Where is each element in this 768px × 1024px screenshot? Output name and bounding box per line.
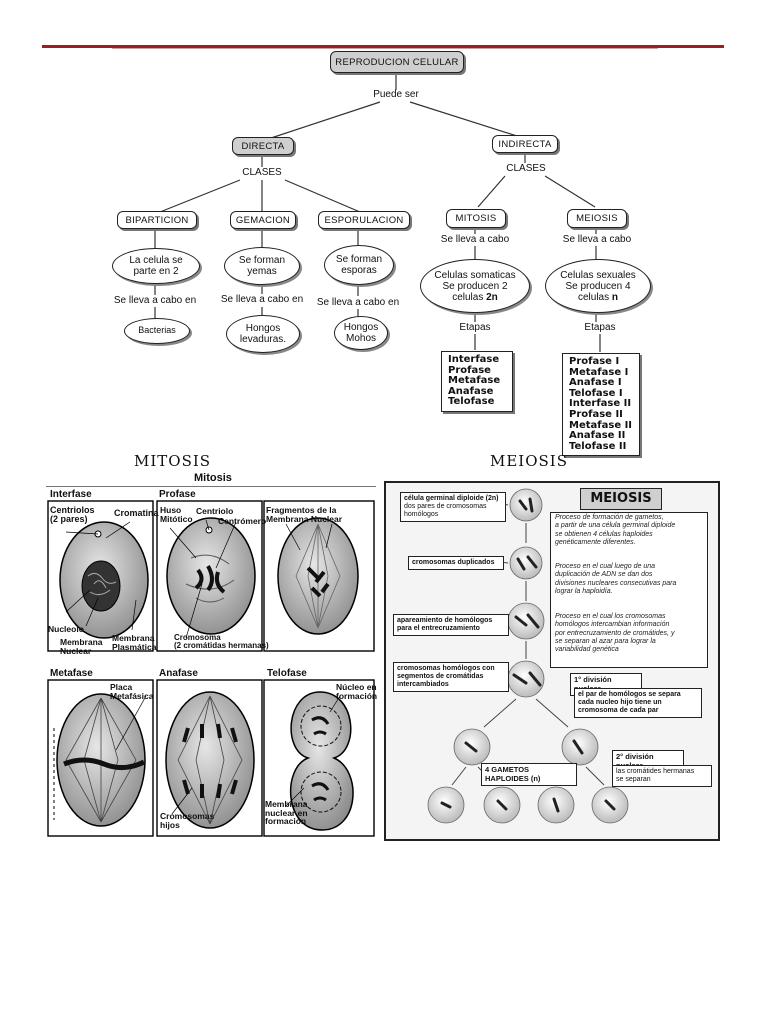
mitosis-stage: Metafase	[448, 375, 501, 387]
meiosis-desc-2: Proceso en el cual luego de una duplicac…	[555, 563, 677, 595]
label-centromero: Centrómero	[218, 516, 267, 526]
meiosis-box-germinal-title: célula germinal diploide (2n)	[404, 495, 499, 502]
mitosis-stage: Anafase	[448, 385, 494, 397]
root-node: REPRODUCION CELULAR	[330, 51, 464, 73]
esporulacion-result: Hongos Mohos	[334, 316, 388, 350]
meiosis-box-homologos: cromosomas homólogos con segmentos de cr…	[393, 662, 509, 693]
meiosis-desc-line1: Celulas sexuales	[560, 269, 636, 281]
meiosis-stage: Metafase II	[569, 419, 633, 431]
root-link-label: Puede ser	[373, 89, 419, 100]
phase-telofase: Telofase	[267, 668, 307, 679]
meiosis-stage: Profase II	[569, 408, 623, 420]
mitosis-node: MITOSIS	[446, 209, 506, 228]
label-membrana-plasmatica: Membrana Plasmática	[112, 633, 157, 652]
phase-metafase: Metafase	[50, 668, 93, 679]
concept-map-links	[154, 72, 601, 352]
directa-clases-label: CLASES	[242, 167, 282, 178]
mitosis-desc-line2: Se producen 2	[442, 280, 508, 292]
label-centriolos: Centriolos (2 pares)	[50, 505, 95, 524]
meiosis-node: MEIOSIS	[567, 209, 627, 228]
label-fragmentos: Fragmentos de la Membrana Nuclear	[266, 505, 343, 524]
label-nucleo-formacion: Núcleo en formación	[336, 682, 378, 701]
meiosis-link: Se lleva a cabo	[562, 234, 632, 245]
esporulacion-link: Se lleva a cabo en	[316, 297, 400, 308]
indirecta-node: INDIRECTA	[492, 135, 558, 153]
mitosis-desc: Celulas somaticas Se producen 2 celulas …	[420, 259, 530, 313]
biparticion-desc: La celula se parte en 2	[112, 248, 200, 284]
mitosis-diagram	[47, 500, 375, 837]
biparticion-link: Se lleva a cabo en	[113, 295, 197, 306]
meiosis-desc-line3: celulas n	[578, 292, 618, 303]
directa-node: DIRECTA	[232, 137, 294, 155]
mitosis-link: Se lleva a cabo	[440, 234, 510, 245]
meiosis-stage: Interfase II	[569, 398, 632, 410]
gemacion-desc: Se forman yemas	[224, 247, 300, 285]
meiosis-etapas-label: Etapas	[584, 322, 616, 333]
meiosis-desc-3: Proceso en el cual los cromosomas homólo…	[555, 613, 675, 653]
meiosis-description-box	[550, 512, 708, 668]
mitosis-desc-cells: celulas	[452, 291, 484, 303]
gemacion-result: Hongos levaduras.	[226, 315, 300, 353]
label-huso: Huso Mitótico	[160, 505, 193, 524]
label-membrana-nuclear: Membrana Nuclear	[60, 637, 103, 656]
mitosis-stage: Interfase	[448, 354, 500, 365]
meiosis-desc-line2: Se producen 4	[565, 280, 631, 292]
mitosis-desc-line1: Celulas somaticas	[434, 269, 516, 281]
label-cromatina: Cromatina	[114, 508, 159, 518]
mitosis-stages-list: Interfase Profase Metafase Anafase Telof…	[441, 351, 513, 412]
label-placa: Placa Metafásica	[110, 682, 154, 701]
label-centriolo: Centriolo	[196, 506, 234, 516]
meiosis-box-germinal: célula germinal diploide (2n) dos pares …	[400, 492, 506, 523]
meiosis-box-duplicados: cromosomas duplicados	[408, 556, 504, 571]
meiosis-stage: Telofase I	[569, 387, 623, 399]
mitosis-etapas-label: Etapas	[459, 322, 491, 333]
label-cromosomas-hijos: Cromosomas hijos	[160, 811, 215, 830]
meiosis-stage: Telofase II	[569, 440, 627, 452]
esporulacion-desc: Se forman esporas	[324, 245, 394, 285]
mitosis-stage: Profase	[448, 364, 491, 376]
gemacion-link: Se lleva a cabo en	[220, 294, 304, 305]
meiosis-stage: Metafase I	[569, 366, 629, 378]
gemacion-node: GEMACION	[230, 211, 296, 229]
esporulacion-node: ESPORULACION	[318, 211, 410, 229]
header-rule	[42, 45, 724, 48]
phase-interfase: Interfase	[50, 489, 92, 500]
meiosis-gametos: 4 GAMETOS HAPLOIDES (n)	[481, 763, 577, 787]
mitosis-ploidy: 2n	[486, 291, 498, 303]
label-nucleolo: Nucleolo	[48, 624, 84, 634]
mitosis-heading: MITOSIS	[134, 452, 212, 470]
mitosis-title-rule	[46, 486, 376, 487]
meiosis-heading: MEIOSIS	[490, 452, 569, 470]
meiosis-box-apareamiento: apareamiento de homólogos para el entrec…	[393, 614, 509, 637]
meiosis-div1-text: el par de homólogos se separa cada nucle…	[574, 688, 702, 719]
label-membrana-formacion: Membrana nuclear en formación	[265, 799, 308, 826]
meiosis-stage: Anafase II	[569, 430, 626, 442]
header-rule-thin	[112, 48, 658, 49]
indirecta-clases-label: CLASES	[506, 163, 546, 174]
meiosis-stage: Anafase I	[569, 377, 622, 389]
mitosis-desc-line3: celulas 2n	[452, 292, 498, 303]
phase-profase: Profase	[159, 489, 196, 500]
meiosis-stages-list: Profase I Metafase I Anafase I Telofase …	[562, 353, 640, 457]
meiosis-stage: Profase I	[569, 356, 620, 367]
label-cromosoma: Cromosoma (2 cromátidas hermanas)	[174, 633, 269, 651]
meiosis-box-germinal-text: dos pares de cromosomas homólogos	[404, 503, 487, 519]
mitosis-inner-title: Mitosis	[194, 472, 232, 484]
meiosis-desc: Celulas sexuales Se producen 4 celulas n	[545, 259, 651, 313]
meiosis-div2-text: las cromátides hermanas se separan	[612, 765, 712, 788]
biparticion-result: Bacterias	[124, 318, 190, 344]
biparticion-node: BIPARTICION	[117, 211, 197, 229]
meiosis-ploidy: n	[611, 291, 619, 303]
meiosis-desc-1: Proceso de formación de gametos, a parti…	[555, 514, 676, 546]
meiosis-title-box: MEIOSIS	[580, 488, 662, 510]
meiosis-desc-cells: celulas	[577, 291, 610, 303]
meiosis-diagram	[427, 488, 629, 824]
phase-anafase: Anafase	[159, 668, 198, 679]
mitosis-stage: Telofase	[448, 396, 495, 408]
